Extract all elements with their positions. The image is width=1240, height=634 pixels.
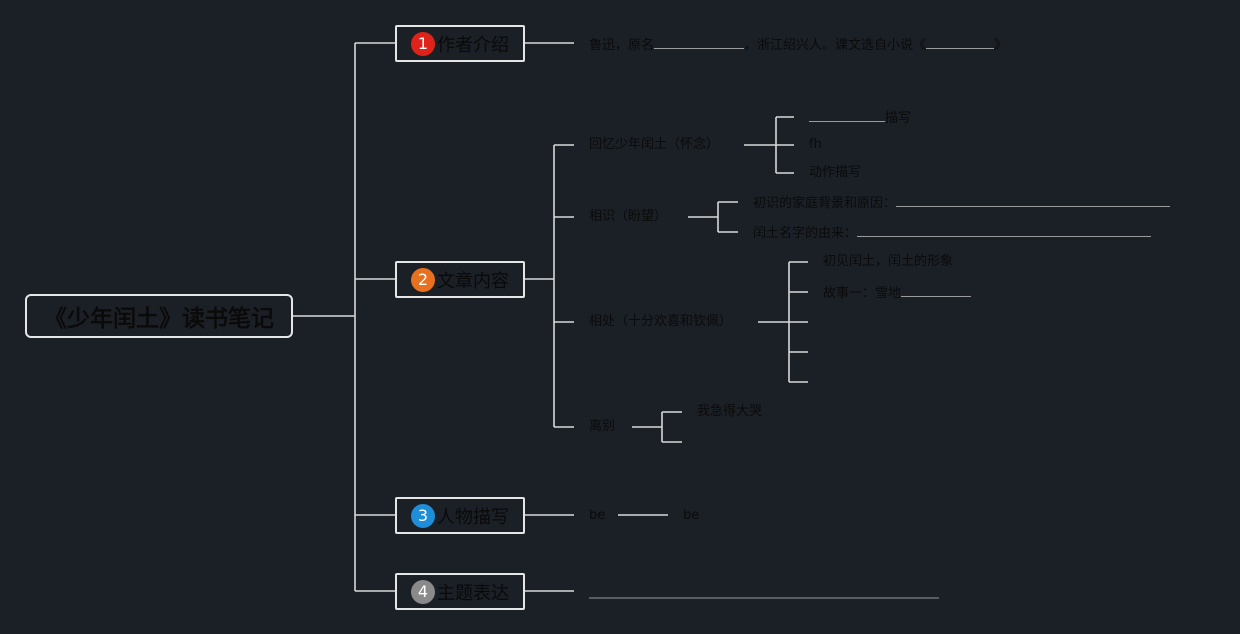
- together-story1-label: 故事一：雪地: [823, 286, 902, 301]
- author-text-part1: 鲁迅，原名: [589, 38, 655, 53]
- author-text-part3: 》: [994, 38, 1008, 53]
- recall-item-description: 描写: [809, 109, 911, 127]
- meet-item-name-origin: 闰土名字的由来：: [753, 224, 1152, 242]
- branch-label-content: 文章内容: [437, 270, 509, 292]
- character-node-left: be: [589, 508, 606, 523]
- author-text-part2: ，浙江绍兴人。课文选自小说《: [744, 38, 927, 53]
- root-title: 《少年闰土》读书笔记: [44, 306, 274, 332]
- recall-item-fh: fh: [809, 137, 822, 152]
- branch-characters[interactable]: 3 人物描写: [395, 497, 525, 534]
- branch-author-intro[interactable]: 1 作者介绍: [395, 25, 525, 62]
- blank-background: [896, 194, 1171, 207]
- branch-label-theme: 主题表达: [437, 582, 509, 604]
- number-badge-2: 2: [411, 267, 435, 292]
- node-parting[interactable]: 离别: [589, 419, 616, 434]
- author-info-text: 鲁迅，原名 ，浙江绍兴人。课文选自小说《 》: [589, 36, 1007, 54]
- character-node-right: be: [683, 508, 700, 523]
- together-item-image: 初见闰土，闰土的形象: [823, 254, 954, 269]
- blank-original-name: [654, 36, 745, 49]
- number-badge-4: 4: [411, 579, 435, 604]
- blank-story1: [901, 284, 972, 297]
- branch-label-characters: 人物描写: [437, 506, 509, 528]
- node-recall[interactable]: 回忆少年闰土（怀念）: [589, 137, 720, 152]
- number-badge-1: 1: [411, 31, 435, 56]
- recall-item-action: 动作描写: [809, 165, 862, 180]
- blank-novel-title: [926, 36, 995, 49]
- number-badge-3: 3: [411, 503, 435, 528]
- blank-name-origin: [857, 224, 1152, 237]
- root-node[interactable]: 《少年闰土》读书笔记: [25, 294, 293, 338]
- node-together[interactable]: 相处（十分欢喜和钦佩）: [589, 314, 733, 329]
- branch-content[interactable]: 2 文章内容: [395, 261, 525, 298]
- meet-item-name-label: 闰土名字的由来：: [753, 226, 858, 241]
- meet-item-background: 初识的家庭背景和原因：: [753, 194, 1171, 212]
- together-item-story1: 故事一：雪地: [823, 284, 972, 302]
- meet-item-background-label: 初识的家庭背景和原因：: [753, 196, 897, 211]
- blank-description: [809, 109, 885, 122]
- node-meet[interactable]: 相识（盼望）: [589, 209, 668, 224]
- branch-theme[interactable]: 4 主题表达: [395, 573, 525, 610]
- branch-label-author: 作者介绍: [437, 34, 509, 56]
- parting-item-cry: 我急得大哭: [697, 404, 763, 419]
- recall-item-description-label: 描写: [885, 111, 912, 126]
